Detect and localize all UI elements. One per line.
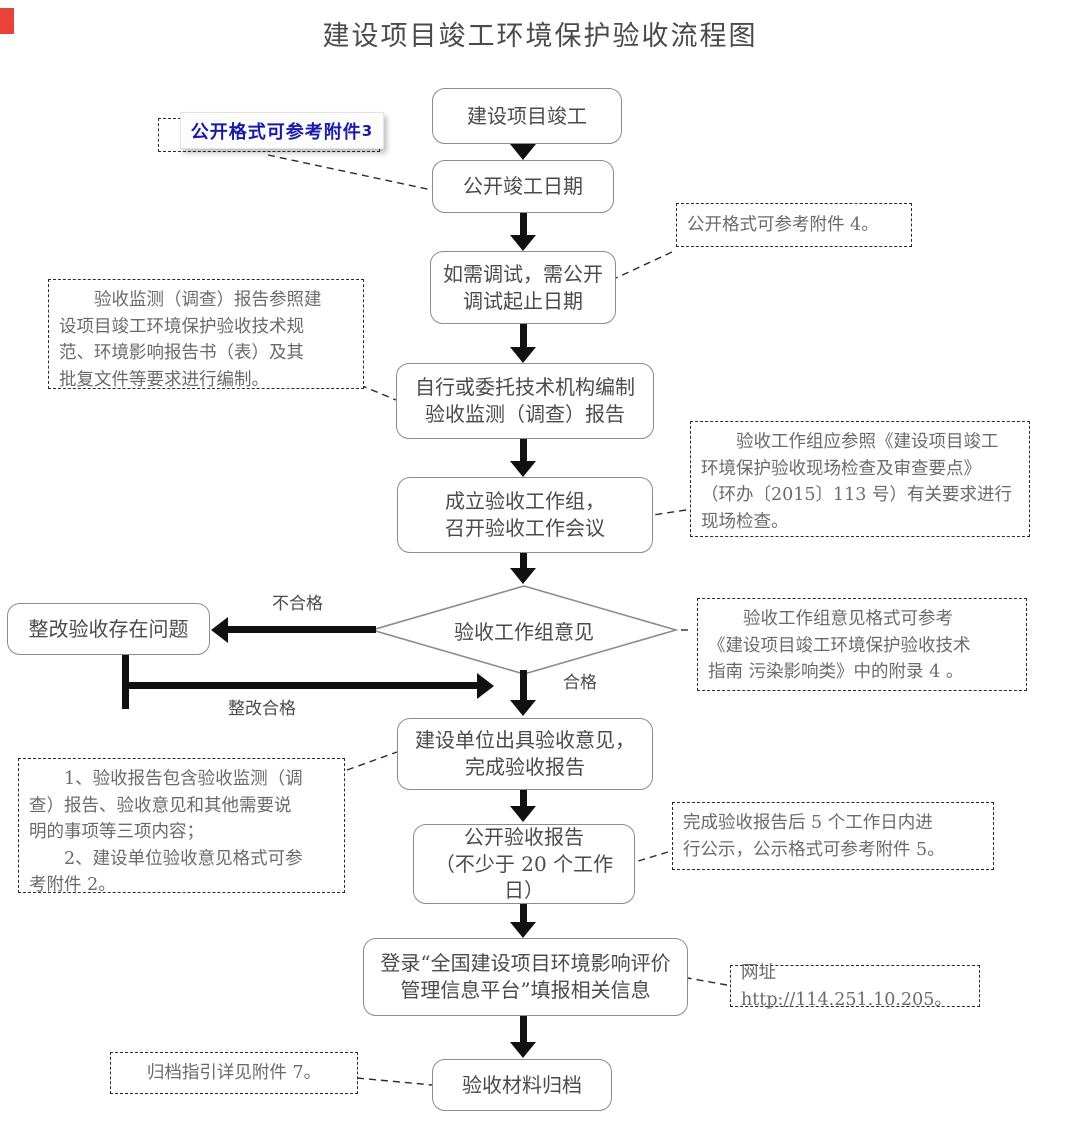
arrow-6	[510, 806, 536, 822]
connector-5	[520, 553, 527, 569]
node-publish-acceptance-report[interactable]: 公开验收报告 （不少于 20 个工作日）	[413, 824, 635, 904]
note-opinion-format: 验收工作组意见格式可参考 《建设项目竣工环境保护验收技术 指南 污染影响类》中的…	[697, 598, 1027, 691]
note-line: 查）报告、验收意见和其他需要说	[29, 795, 292, 816]
arrow-fail	[211, 617, 228, 643]
connector-6	[520, 790, 527, 808]
node-commissioning-dates[interactable]: 如需调试，需公开 调试起止日期	[430, 251, 616, 324]
note-monitoring-report-basis: 验收监测（调查）报告参照建 设项目竣工环境保护验收技术规 范、环境影响报告书（表…	[48, 279, 364, 390]
edge-label-rectified: 整改合格	[228, 699, 296, 719]
note-line: 验收工作组意见格式可参考	[743, 609, 953, 629]
connector-8	[520, 1016, 527, 1043]
note-line: 指南 污染影响类》中的附录 4 。	[708, 662, 964, 683]
arrow-1	[510, 144, 536, 160]
note-annex-3-text: 公开格式可参考附件	[190, 121, 362, 143]
node-label: 公开竣工日期	[463, 174, 583, 199]
node-acceptance-monitoring-report[interactable]: 自行或委托技术机构编制 验收监测（调查）报告	[396, 363, 654, 439]
arrow-8	[510, 1042, 536, 1058]
node-establish-workgroup[interactable]: 成立验收工作组， 召开验收工作会议	[397, 477, 653, 553]
node-archive-materials[interactable]: 验收材料归档	[432, 1059, 612, 1111]
red-corner-mark	[0, 8, 14, 34]
note-line: 完成验收报告后 5 个工作日内进	[683, 813, 933, 833]
note-line: 1、验收报告包含验收监测（调	[64, 769, 303, 789]
edge-label-pass: 合格	[563, 673, 597, 693]
note-line: 环境保护验收现场检查及审查要点》	[701, 458, 981, 479]
arrow-5	[510, 568, 536, 584]
note-workgroup-inspection: 验收工作组应参照《建设项目竣工 环境保护验收现场检查及审查要点》 （环办〔201…	[690, 421, 1030, 537]
node-label-line1: 自行或委托技术机构编制	[415, 375, 635, 400]
note-line: 公开格式可参考附件 4。	[687, 215, 879, 236]
arrow-2	[510, 235, 536, 251]
note-publicity-5-days: 完成验收报告后 5 个工作日内进 行公示，公示格式可参考附件 5。	[672, 802, 994, 870]
note-line: 2、建设单位验收意见格式可参	[64, 848, 303, 869]
node-login-platform[interactable]: 登录“全国建设项目环境影响评价 管理信息平台”填报相关信息	[363, 938, 688, 1016]
node-label: 验收材料归档	[462, 1072, 582, 1097]
node-rectify-problems[interactable]: 整改验收存在问题	[7, 603, 210, 655]
note-annex-4: 公开格式可参考附件 4。	[676, 203, 912, 247]
note-line: 验收监测（调查）报告参照建	[94, 290, 322, 310]
note-report-contents: 1、验收报告包含验收监测（调 查）报告、验收意见和其他需要说 明的事项等三项内容…	[18, 758, 345, 895]
node-label-line1: 如需调试，需公开	[443, 261, 603, 286]
edge-label-fail: 不合格	[272, 594, 323, 614]
note-annex-3-superscript: 3	[361, 121, 374, 140]
note-archive-guide: 归档指引详见附件 7。	[110, 1052, 358, 1094]
connector-4	[520, 439, 527, 462]
note-line: 明的事项等三项内容；	[29, 822, 204, 843]
arrow-rectified	[477, 673, 494, 699]
arrow-pass	[510, 700, 536, 716]
arrow-3	[510, 347, 536, 363]
note-line: 《建设项目竣工环境保护验收技术	[708, 635, 971, 656]
arrow-4	[510, 461, 536, 477]
connector-3	[520, 324, 527, 348]
node-label-line2: 调试起止日期	[463, 288, 583, 313]
note-line: 网址 http://114.251.10.205。	[741, 962, 952, 1010]
note-line: 验收工作组应参照《建设项目竣工	[736, 432, 999, 452]
note-line: 设项目竣工环境保护验收技术规	[59, 316, 304, 337]
connector-fail	[228, 626, 376, 633]
node-label-line1: 公开验收报告	[464, 824, 584, 849]
note-line: 现场检查。	[701, 511, 789, 532]
node-project-completion[interactable]: 建设项目竣工	[432, 88, 622, 144]
connector-2	[520, 213, 527, 237]
node-label: 整改验收存在问题	[28, 616, 189, 641]
note-line: 考附件 2。	[29, 875, 116, 896]
node-label-line2: 验收监测（调查）报告	[425, 402, 625, 426]
connector-7	[520, 904, 527, 924]
note-line: 归档指引详见附件 7。	[146, 1063, 322, 1084]
node-label-line2: 管理信息平台”填报相关信息	[400, 978, 651, 1002]
node-label-line1: 成立验收工作组，	[445, 489, 605, 514]
note-line: 范、环境影响报告书（表）及其	[59, 343, 304, 364]
node-label-line2: （不少于 20 个工作日）	[434, 851, 614, 903]
page-title: 建设项目竣工环境保护验收流程图	[322, 21, 758, 52]
connector-rect-right	[122, 682, 477, 689]
node-label-line1: 登录“全国建设项目环境影响评价	[380, 951, 671, 976]
note-line: （环办〔2015〕113 号）有关要求进行	[701, 485, 1012, 506]
node-label-line1: 建设单位出具验收意见，	[415, 728, 635, 753]
connector-pass	[520, 670, 527, 702]
node-publish-completion-date[interactable]: 公开竣工日期	[432, 160, 614, 213]
node-issue-opinion-report[interactable]: 建设单位出具验收意见， 完成验收报告	[397, 718, 653, 790]
note-line: 批复文件等要求进行编制。	[59, 369, 269, 390]
node-label-line2: 完成验收报告	[465, 755, 585, 779]
node-label: 建设项目竣工	[467, 103, 587, 128]
arrow-7	[510, 922, 536, 938]
note-website: 网址 http://114.251.10.205。	[730, 963, 980, 1010]
note-line: 行公示，公示格式可参考附件 5。	[683, 839, 945, 860]
node-label-line2: 召开验收工作会议	[445, 516, 605, 540]
